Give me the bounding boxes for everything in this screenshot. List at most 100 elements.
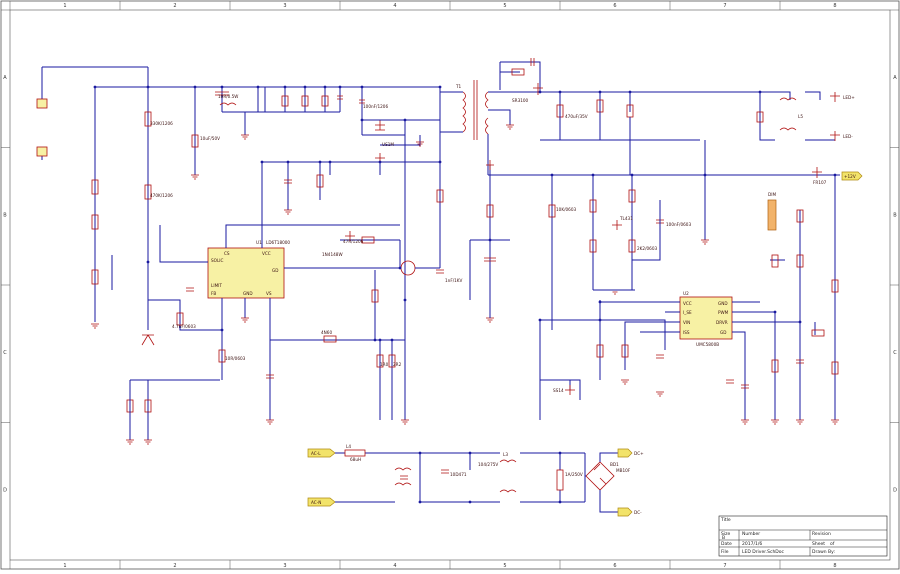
wire-junction bbox=[438, 85, 442, 89]
resistor bbox=[756, 111, 764, 123]
wire-junction bbox=[558, 500, 562, 504]
controller-ic-u1: U1 LD6T18000 SOLIC LIMIT FB CS VCC GD GN… bbox=[148, 161, 440, 425]
tl431-u3 bbox=[612, 220, 622, 230]
tb-sheet-value: of bbox=[830, 541, 835, 547]
net-led-plus: LED+ bbox=[843, 95, 855, 100]
u2-part: UMC5800B bbox=[696, 342, 719, 347]
zone-column-label: 2 bbox=[173, 3, 176, 9]
u1-part: LD6T18000 bbox=[266, 240, 290, 245]
label-r9: 2K2/0603 bbox=[637, 246, 657, 251]
inductor-l3 bbox=[499, 459, 517, 493]
led-minus-connector bbox=[36, 146, 48, 157]
resistor bbox=[281, 95, 289, 107]
ground-symbol bbox=[241, 134, 249, 140]
zone-row-label: B bbox=[3, 212, 7, 218]
u2-pin-vin: VIN bbox=[683, 320, 690, 325]
wire-junction bbox=[438, 160, 442, 164]
label-r6: 1R0 bbox=[380, 362, 389, 367]
ground-symbol bbox=[701, 239, 709, 245]
u2-pin-gnd: GND bbox=[718, 301, 728, 306]
diode bbox=[375, 120, 385, 131]
resistor bbox=[436, 189, 444, 203]
label-c6: 470uF/35V bbox=[565, 114, 588, 119]
zone-column-label: 1 bbox=[63, 563, 66, 569]
led-indicators bbox=[830, 92, 840, 141]
label-d1: 1N4148W bbox=[322, 252, 343, 257]
net-dc-minus: DC- bbox=[634, 510, 642, 515]
wire-junction bbox=[598, 318, 602, 322]
t1-core bbox=[473, 80, 478, 140]
resistor bbox=[831, 361, 839, 375]
wire-junction bbox=[798, 320, 802, 324]
zone-column-label: 1 bbox=[63, 3, 66, 9]
label-c5: 1nF/1KV bbox=[445, 278, 463, 283]
capacitor bbox=[741, 384, 749, 389]
tb-file-label: File bbox=[721, 549, 729, 555]
u2-pin-drvr: DRVR bbox=[716, 320, 728, 325]
transistor-q2 bbox=[565, 385, 575, 395]
zone-row-label: D bbox=[3, 487, 7, 493]
wire-junction bbox=[630, 173, 634, 177]
net-ac-l: AC-L bbox=[311, 451, 321, 456]
resistor bbox=[361, 236, 375, 244]
diode bbox=[345, 231, 355, 241]
net-led-minus: LED- bbox=[843, 134, 853, 139]
wire-junction bbox=[390, 338, 394, 342]
tb-title-label: Title bbox=[720, 517, 731, 523]
led-plus-connector bbox=[36, 98, 48, 109]
right-sense-section: DIM bbox=[741, 175, 839, 425]
t1-secondary-winding bbox=[485, 91, 489, 135]
bd1-ref: BD1 bbox=[610, 462, 619, 467]
wire-junction bbox=[598, 90, 602, 94]
wire-junction bbox=[378, 338, 382, 342]
ground-symbol bbox=[91, 323, 99, 329]
f1-ref: L4 bbox=[346, 444, 351, 449]
label-c7: 100nF/0603 bbox=[666, 222, 691, 227]
wire-junction bbox=[220, 85, 224, 89]
wire-junction bbox=[488, 238, 492, 242]
resistor bbox=[91, 214, 99, 230]
wire-junction bbox=[328, 160, 332, 164]
wire-junction bbox=[703, 173, 707, 177]
u2-ref: U2 bbox=[683, 291, 689, 296]
wire-junction bbox=[558, 451, 562, 455]
wire-junction bbox=[418, 500, 422, 504]
resistor bbox=[771, 359, 779, 373]
capacitor bbox=[726, 379, 734, 384]
zone-row-label: A bbox=[3, 75, 7, 81]
label-c3: 4.7nF/0603 bbox=[172, 324, 196, 329]
u1-pin-cs: CS bbox=[224, 251, 230, 256]
wire-junction bbox=[403, 298, 407, 302]
resistor bbox=[628, 239, 636, 253]
u1-pin-vs: VS bbox=[266, 291, 272, 296]
wire-junction bbox=[146, 260, 150, 264]
wire-junction bbox=[323, 85, 327, 89]
label-r3: 470K/1206 bbox=[150, 193, 173, 198]
ground-symbol bbox=[126, 439, 134, 445]
label-d2: US1M bbox=[382, 142, 394, 147]
resistor bbox=[91, 179, 99, 195]
wire-junction bbox=[193, 85, 197, 89]
resistor bbox=[91, 269, 99, 285]
zone-column-label: 3 bbox=[283, 563, 286, 569]
u2-pin-pwm: PWM bbox=[718, 310, 729, 315]
capacitor bbox=[796, 359, 804, 364]
zone-row-label: C bbox=[3, 350, 7, 356]
tb-date-value: 2017/1/6 bbox=[742, 541, 762, 547]
label-d4: FR107 bbox=[813, 180, 827, 185]
net-dim: DIM bbox=[768, 192, 776, 197]
wire-junction bbox=[403, 118, 407, 122]
resistor bbox=[316, 174, 324, 188]
resistor bbox=[511, 68, 525, 76]
wire-junction bbox=[360, 118, 364, 122]
feedback-section bbox=[539, 175, 666, 420]
diode-d3 bbox=[533, 83, 543, 95]
wire-junction bbox=[758, 90, 762, 94]
tb-number-label: Number bbox=[742, 531, 760, 537]
t1-primary-winding bbox=[462, 91, 466, 133]
net-dc-plus: DC+ bbox=[634, 451, 644, 456]
inductor bbox=[215, 91, 229, 96]
fuse-f1 bbox=[344, 449, 366, 457]
